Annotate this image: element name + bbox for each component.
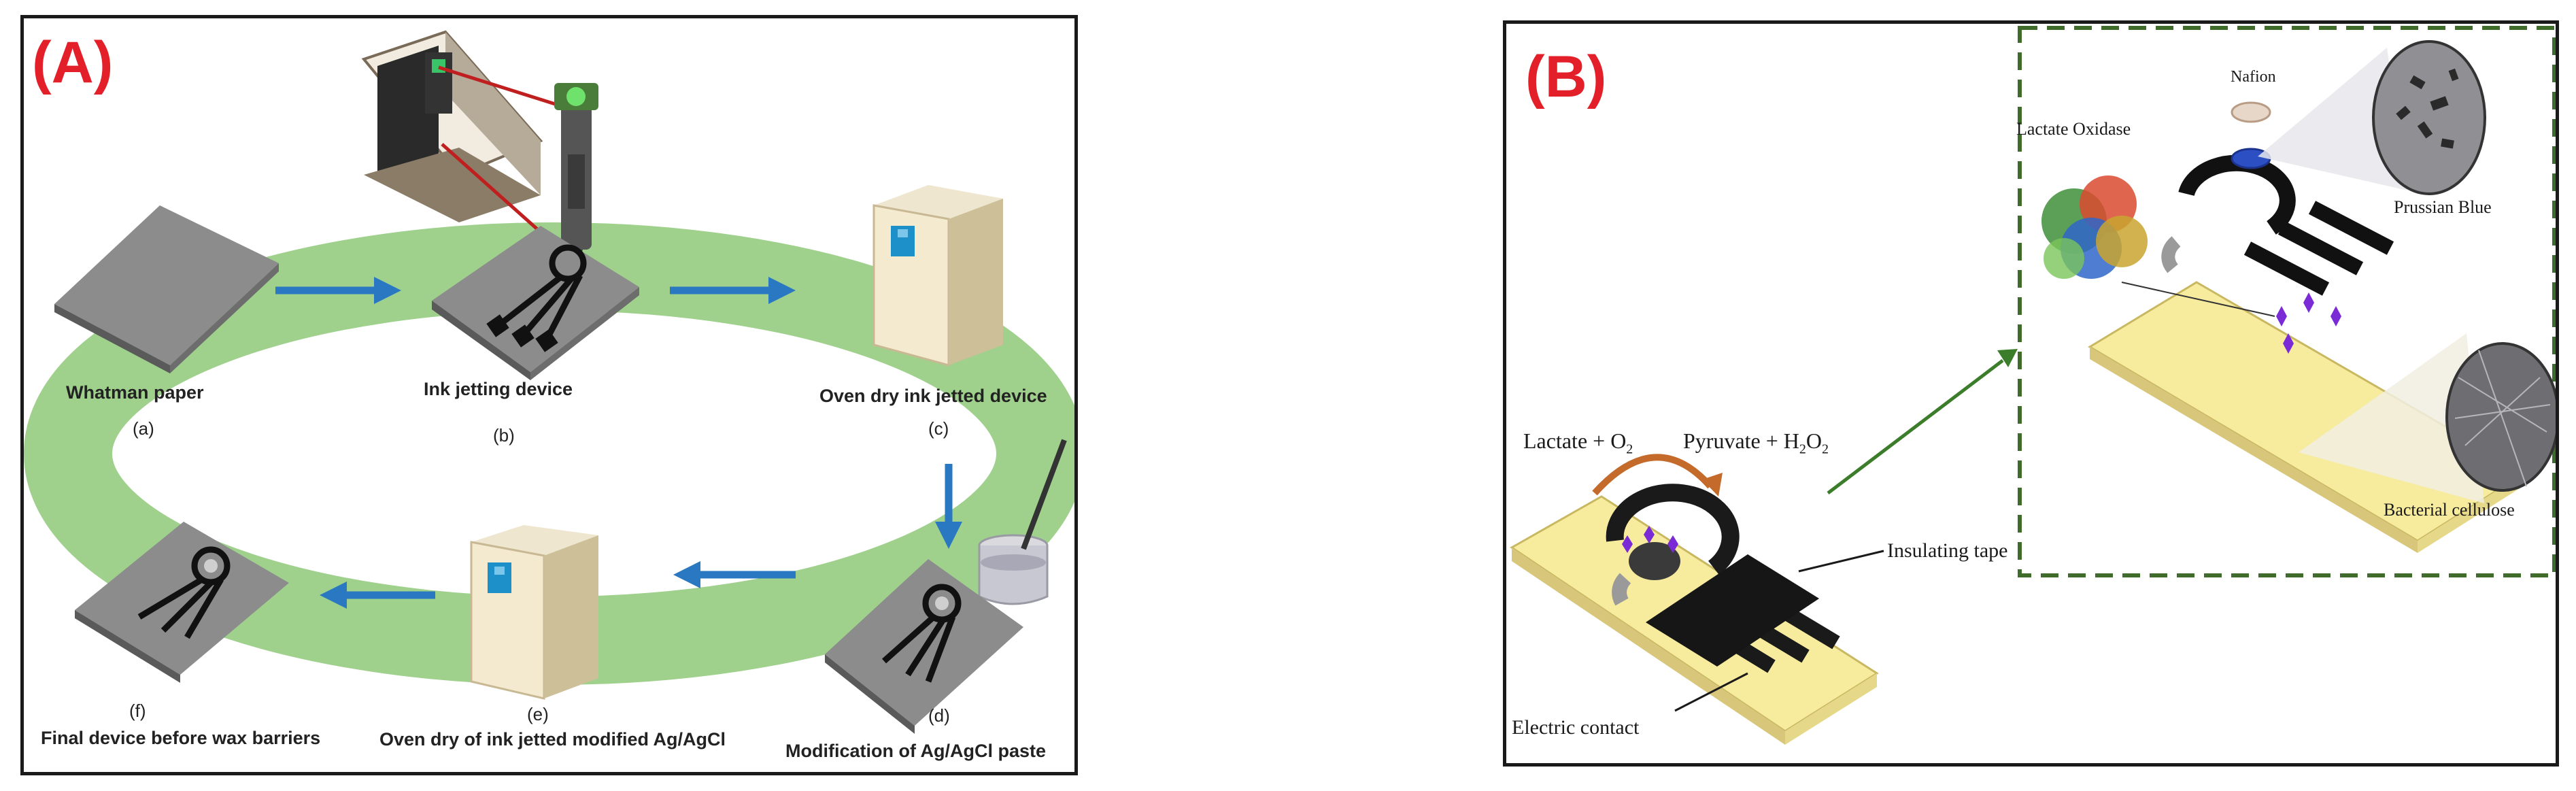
step-b-letter: (b) [493,425,515,445]
bacterial-cellulose-label: Bacterial cellulose [2384,500,2515,520]
lactate-oxidase-protein-icon [2041,175,2148,279]
prussian-blue-label: Prussian Blue [2394,197,2492,217]
insulating-tape-pointer [1798,550,1884,573]
panel-a-graphics [24,30,1074,734]
ink-jetting-printer-icon [361,30,543,222]
print-head-icon [554,83,598,269]
ag-agcl-paste-beaker-icon [978,439,1067,605]
oven-icon [470,525,598,700]
reaction-arrow-head [1702,473,1723,497]
whatman-paper-icon [54,205,279,373]
step-c-letter: (c) [928,418,949,439]
magnifier-cone [2299,333,2484,503]
zoom-dashed-box [2018,26,2556,577]
step-d-caption: Modification of Ag/AgCl paste [785,741,1046,761]
electric-contact-label: Electric contact [1512,716,1640,739]
magnifier-cone [2258,48,2407,190]
prussian-blue-micrograph [2372,40,2486,195]
reaction-left-label: Lactate + O2 [1523,428,1633,457]
step-b-caption: Ink jetting device [424,379,573,399]
sensor-strip [1510,484,1879,745]
electrode-pattern-icon [2161,154,2394,296]
step-e-letter: (e) [527,704,549,724]
step-a-letter: (a) [133,418,154,439]
micrograph-texture [2454,350,2551,487]
oven-icon [872,185,1003,367]
nafion-label: Nafion [2231,68,2276,86]
enzyme-pointer [2121,282,2275,317]
final-device-icon [75,522,289,683]
step-c-caption: Oven dry ink jetted device [819,386,1047,406]
bacterial-cellulose-micrograph [2445,342,2556,492]
printer-pointer-line [438,65,575,112]
step-f-letter: (f) [129,701,146,721]
micrograph-texture [2396,68,2459,149]
reaction-right-label: Pyruvate + H2O2 [1683,428,1829,457]
lactate-molecule-markers [1622,526,1678,553]
step-e-caption: Oven dry of ink jetted modified Ag/AgCl [379,729,726,750]
step-d-letter: (d) [928,705,950,726]
electric-contact-pointer [1674,672,1748,712]
reaction-arrow [1592,454,1713,496]
lactate-oxidase-label: Lactate Oxidase [2016,119,2131,139]
flow-arrow [320,582,435,609]
panel-a-label: (A) [32,30,114,95]
modified-device-icon [825,559,1023,734]
flow-arrow [670,277,796,304]
flow-arrow [935,464,962,549]
insulating-tape-label: Insulating tape [1887,539,2008,562]
step-f-caption: Final device before wax barriers [41,728,321,748]
ink-jetted-device-icon [432,226,639,380]
lactate-molecule-markers [2276,292,2341,354]
flow-arrow [275,277,401,304]
panel-a: (A) Whatman paper (a) Ink jetting device… [20,15,1078,775]
zoom-arrow [1827,349,2018,494]
flow-arrow [673,561,796,588]
nafion-drop-icon [2231,101,2271,123]
panel-b: (B) Lactate + O2 Pyruvate + H2O2 Insulat… [1503,20,2559,767]
panel-b-graphics [1510,26,2556,745]
step-a-caption: Whatman paper [66,382,204,403]
panel-b-label: (B) [1525,44,1607,110]
